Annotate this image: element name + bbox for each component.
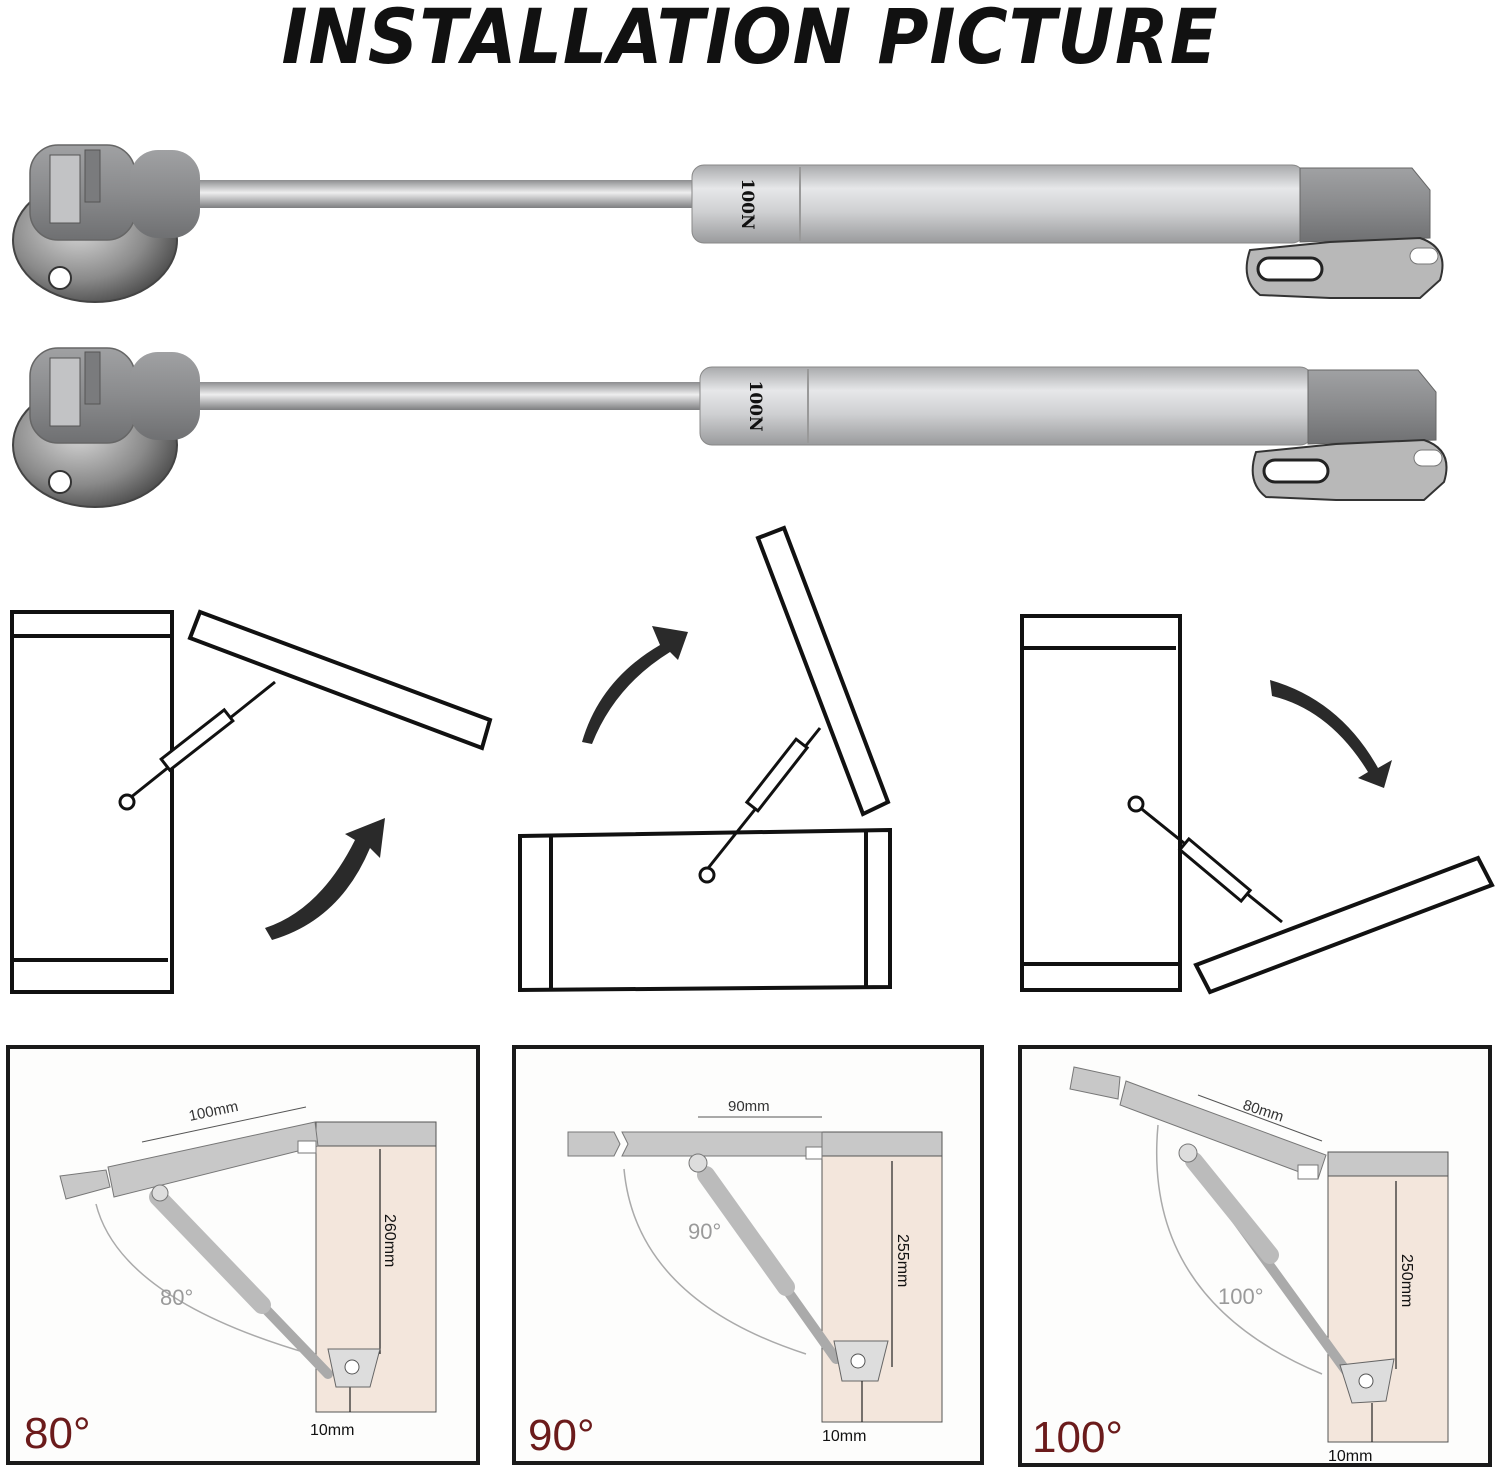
gas-strut-1-illustration: 100N [12,144,1444,303]
panel-angle-label: 90° [528,1411,595,1460]
panel-angle-label: 80° [24,1409,91,1458]
height-label: 260mm [381,1214,398,1267]
tech-panel-80: 100mm 80° 260mm 10mm 80° [6,1045,480,1465]
tech-panel-90: 90mm 90° 255mm 10mm 90° [512,1045,984,1465]
arrow-up-right-icon [582,626,688,744]
force-label: 100N [745,380,765,431]
tech-diagram-80: 100mm 80° 260mm 10mm [59,1098,437,1439]
lid-offset-label: 80mm [1241,1097,1286,1126]
sketch-open-side [0,590,500,1000]
cabinet-lift-sketch [10,609,493,994]
cabinet-close-sketch [1020,614,1495,995]
arrow-up-right-icon [265,818,385,940]
lid-offset-label: 100mm [187,1098,239,1125]
tech-diagram-90: 90mm 90° 255mm 10mm [567,1098,943,1445]
arc-angle-label: 80° [160,1285,193,1310]
inset-label: 10mm [310,1422,354,1439]
box-lid-sketch [518,525,892,993]
arc-angle-label: 90° [688,1219,721,1244]
arc-angle-label: 100° [1218,1284,1264,1309]
gas-strut-2: 100N [0,330,1500,530]
force-label: 100N [737,178,757,229]
height-label: 255mm [894,1234,911,1287]
sketch-open-top [500,520,920,1000]
gas-strut-1: 100N [0,130,1500,330]
lid-offset-label: 90mm [728,1098,770,1115]
height-label: 250mm [1398,1254,1415,1307]
panel-angle-label: 100° [1032,1413,1124,1462]
page-title: INSTALLATION PICTURE [281,0,1219,81]
tech-panel-100: 80mm 100° 250mm 10mm 100° [1018,1045,1492,1467]
tech-diagram-100: 80mm 100° 250mm 10mm [1069,1066,1449,1465]
inset-label: 10mm [1328,1448,1372,1465]
sketch-close-side [1000,600,1500,1000]
arrow-down-right-icon [1270,680,1392,788]
gas-strut-2-illustration: 100N [12,347,1448,508]
inset-label: 10mm [822,1428,866,1445]
